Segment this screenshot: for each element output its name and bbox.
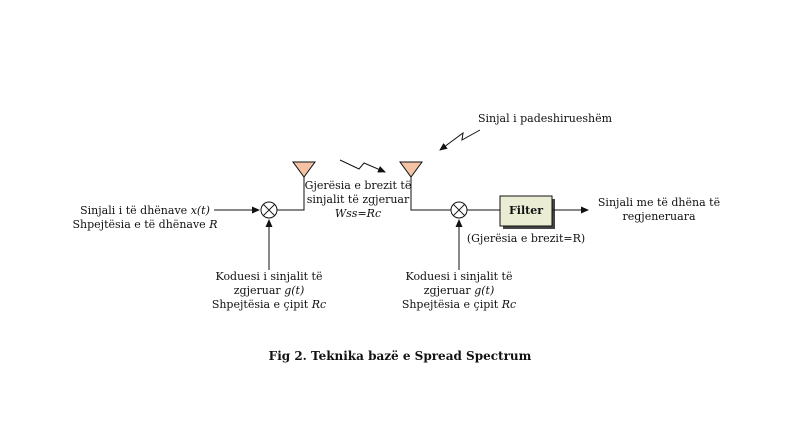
- input-signal-label: Sinjali i të dhënave x(t) Shpejtësia e t…: [72, 204, 218, 231]
- filter-bandwidth-label: (Gjerësia e brezit=R): [466, 232, 586, 245]
- interference-label: Sinjal i padeshirueshëm: [477, 112, 613, 125]
- code-generator-label-right: Koduesi i sinjalit të zgjeruar g(t) Shpe…: [401, 270, 517, 311]
- filter-label: Filter: [508, 204, 544, 217]
- rx-feed-line: [410, 176, 451, 211]
- spread-bandwidth-label: Gjerësia e brezit të sinjalit të zgjerua…: [304, 179, 412, 220]
- figure-caption: Fig 2. Teknika bazë e Spread Spectrum: [268, 349, 532, 363]
- code-generator-label-left: Koduesi i sinjalit të zgjeruar g(t) Shpe…: [211, 270, 327, 311]
- right-mixer-icon: [450, 201, 468, 219]
- output-signal-label: Sinjali me të dhëna të regjeneruara: [597, 196, 721, 223]
- filter-box: [499, 195, 553, 227]
- tx-feed-line: [277, 176, 305, 211]
- tx-antenna-icon: [292, 161, 316, 178]
- rx-antenna-icon: [399, 161, 423, 178]
- wireless-link-arrow: [339, 159, 386, 173]
- left-mixer-icon: [260, 201, 278, 219]
- interference-arrow: [439, 129, 481, 151]
